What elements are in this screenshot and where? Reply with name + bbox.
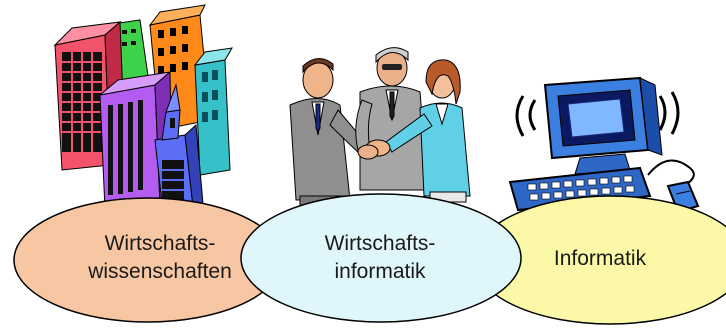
informatik-label: Informatik	[520, 245, 680, 273]
wiwi-line-1: Wirtschafts-	[104, 232, 216, 255]
inf-line-1: Informatik	[553, 247, 647, 270]
city-buildings-icon	[53, 4, 233, 231]
wirtschaftsinformatik-oval	[240, 193, 522, 323]
business-handshake-icon	[289, 47, 471, 211]
computer-icon	[508, 76, 700, 214]
winf-line-2: informatik	[334, 260, 426, 283]
winf-line-1: Wirtschafts-	[324, 232, 436, 255]
wiwi-line-2: wissenschaften	[88, 260, 232, 283]
wirtschaftswissenschaften-label: Wirtschafts- wissenschaften	[60, 230, 260, 286]
wirtschaftsinformatik-label: Wirtschafts- informatik	[280, 230, 480, 286]
